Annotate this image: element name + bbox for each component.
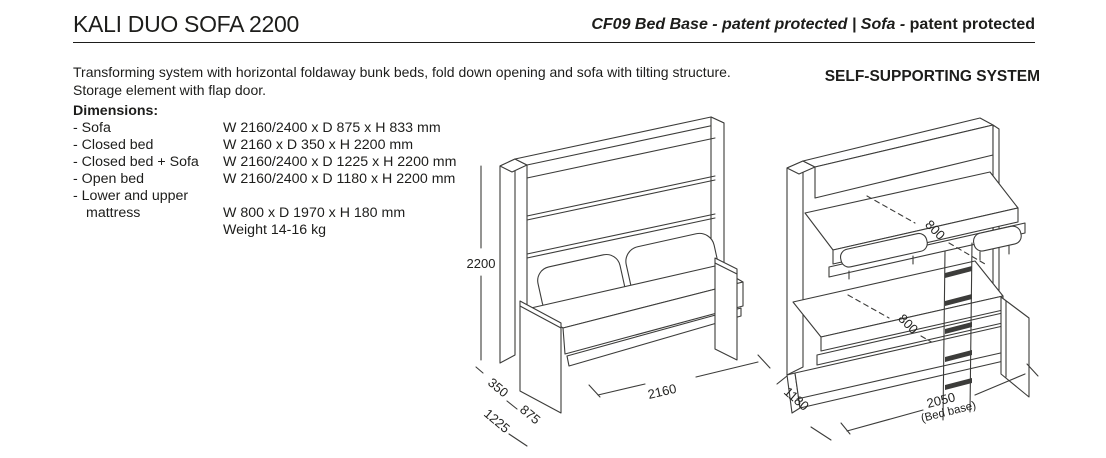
dimension-value: W 2160 x D 350 x H 2200 mm [223, 137, 414, 153]
patent-note-bold: patent protected [909, 16, 1035, 33]
dimension-value: W 2160/2400 x D 1180 x H 2200 mm [223, 171, 456, 187]
wall-cabinet [499, 116, 725, 364]
guard-rail-left [839, 232, 928, 268]
dimension-row-closed-bed-sofa: - Closed bed + Sofa W 2160/2400 x D 1225… [73, 154, 463, 171]
page-title: KALI DUO SOFA 2200 [73, 11, 299, 37]
dimension-row-closed-bed: - Closed bed W 2160 x D 350 x H 2200 mm [73, 137, 463, 154]
patent-note: CF09 Bed Base - patent protected | Sofa … [591, 16, 1035, 34]
dim-label-height-2200: 2200 [467, 256, 496, 271]
closed-bed-sofa-diagram: 2200 350 875 1225 2160 [467, 116, 771, 447]
description-line-1: Transforming system with horizontal fold… [73, 64, 731, 80]
product-description: Transforming system with horizontal fold… [73, 64, 773, 99]
self-supporting-label: SELF-SUPPORTING SYSTEM [824, 68, 1040, 85]
dimension-label: - Sofa [73, 120, 111, 136]
dimension-value: W 2160/2400 x D 875 x H 833 mm [223, 120, 441, 136]
dimension-label: - Lower and upper mattress [73, 188, 189, 221]
header-rule [73, 42, 1035, 43]
dimension-lines [475, 165, 771, 447]
dimensions-heading: Dimensions: [73, 103, 159, 119]
guard-rail-right [972, 225, 1022, 252]
open-bunk-beds-diagram: 800 800 1180 2050 (Bed base) [776, 117, 1039, 441]
sofa-seat-front [562, 281, 744, 355]
dimension-label: - Closed bed + Sofa [73, 154, 199, 170]
dim-label-depth-350: 350 [485, 375, 511, 400]
description-line-2: Storage element with flap door. [73, 81, 267, 98]
patent-note-italic: CF09 Bed Base - patent protected | Sofa … [591, 16, 910, 33]
dimensions-list: Dimensions: - Sofa W 2160/2400 x D 875 x… [73, 103, 463, 239]
upper-bunk [804, 171, 1026, 280]
dimension-label: - Open bed [73, 171, 144, 187]
dimension-row-sofa: - Sofa W 2160/2400 x D 875 x H 833 mm [73, 120, 463, 137]
sofa-armrest [714, 257, 738, 361]
sofa-base [566, 307, 742, 367]
storage-element [519, 300, 562, 414]
dim-label-width-2160: 2160 [646, 381, 678, 402]
ladder [942, 242, 973, 421]
dimension-value: W 800 x D 1970 x H 180 mm Weight 14-16 k… [223, 188, 463, 239]
side-flap-panel [1000, 296, 1030, 398]
sofa [519, 232, 744, 414]
dimension-lines [776, 363, 1039, 441]
dimension-label: - Closed bed [73, 137, 154, 153]
dimension-row-mattress: - Lower and upper mattress W 800 x D 197… [73, 188, 463, 239]
dim-label-depth-875: 875 [517, 402, 543, 427]
spacer [223, 188, 463, 205]
dim-label-bed-base-2050: 2050 [925, 389, 957, 411]
dimension-row-open-bed: - Open bed W 2160/2400 x D 1180 x H 2200… [73, 171, 463, 188]
dimension-value: W 2160/2400 x D 1225 x H 2200 mm [223, 154, 457, 170]
dim-label-depth-1225: 1225 [481, 406, 513, 436]
